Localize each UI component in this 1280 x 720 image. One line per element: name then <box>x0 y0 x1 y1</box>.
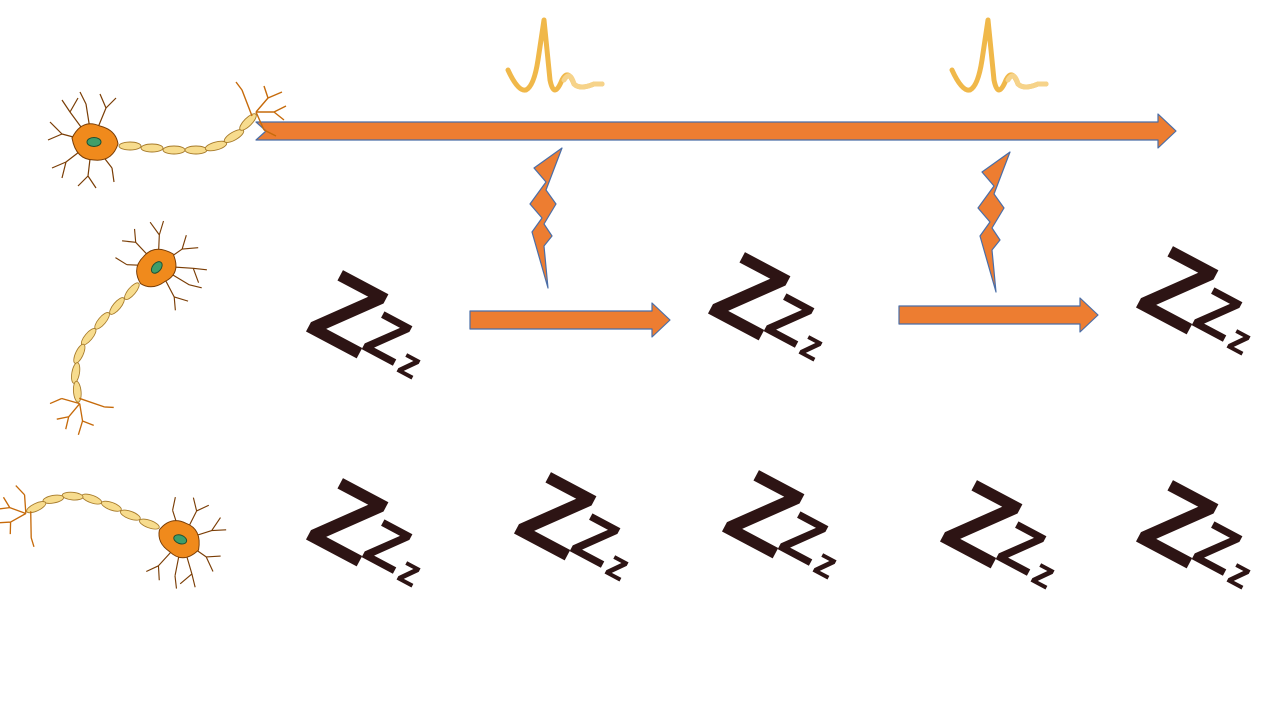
lightning-bolt-icon-1 <box>529 147 563 289</box>
main-signal-arrow <box>255 113 1177 149</box>
neuron-bottom-icon <box>0 435 237 609</box>
lightning-bolt-icon-2 <box>977 151 1011 293</box>
middle-arrow-1 <box>469 302 671 338</box>
spike-waveform-icon-2 <box>952 20 1046 90</box>
spike-waveform-icon-1 <box>508 20 602 90</box>
middle-arrow-2 <box>898 297 1099 333</box>
neuron-middle-icon <box>5 205 230 445</box>
neuron-top-icon <box>47 81 287 189</box>
